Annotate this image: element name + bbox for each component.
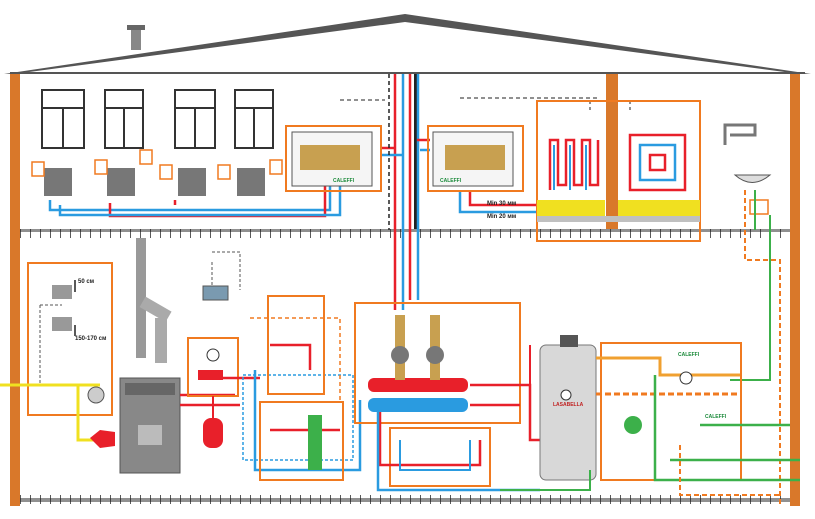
thermostat-panel: 50 см 150-170 см bbox=[27, 262, 113, 416]
sink-icon bbox=[723, 123, 772, 215]
caleffi-logo: CALEFFI bbox=[678, 352, 700, 358]
manifold-left: CALEFFI bbox=[285, 125, 382, 192]
boiler bbox=[119, 238, 181, 474]
min-20-label: Min 20 мм bbox=[487, 214, 517, 220]
chimney-icon bbox=[127, 25, 145, 50]
right-wall bbox=[790, 74, 800, 506]
burner-icon bbox=[90, 430, 115, 448]
underfloor-heating: Min 30 мм Min 20 мм bbox=[487, 100, 701, 242]
manifold-right: CALEFFI bbox=[427, 125, 524, 192]
ground-slab bbox=[20, 495, 790, 504]
roof bbox=[4, 14, 811, 74]
left-wall bbox=[10, 74, 20, 506]
hydraulic-separator bbox=[308, 415, 322, 470]
radiators bbox=[44, 168, 265, 196]
expansion-tank bbox=[187, 337, 239, 448]
min-30-label: Min 30 мм bbox=[487, 201, 517, 207]
middle-wall bbox=[606, 74, 618, 230]
floor-slab bbox=[20, 229, 790, 238]
height-150-label: 150-170 см bbox=[75, 336, 107, 342]
dhw-group: CALEFFI CALEFFI bbox=[596, 342, 800, 496]
caleffi-logo: CALEFFI bbox=[440, 178, 462, 184]
caleffi-logo: CALEFFI bbox=[333, 178, 355, 184]
windows bbox=[41, 89, 274, 149]
caleffi-logo: CALEFFI bbox=[705, 414, 727, 420]
height-50-label: 50 см bbox=[78, 279, 95, 285]
water-heater: LASABELLA bbox=[539, 335, 597, 481]
heater-brand-logo: LASABELLA bbox=[553, 402, 584, 408]
controller bbox=[202, 285, 229, 301]
distribution-manifold bbox=[368, 315, 468, 412]
